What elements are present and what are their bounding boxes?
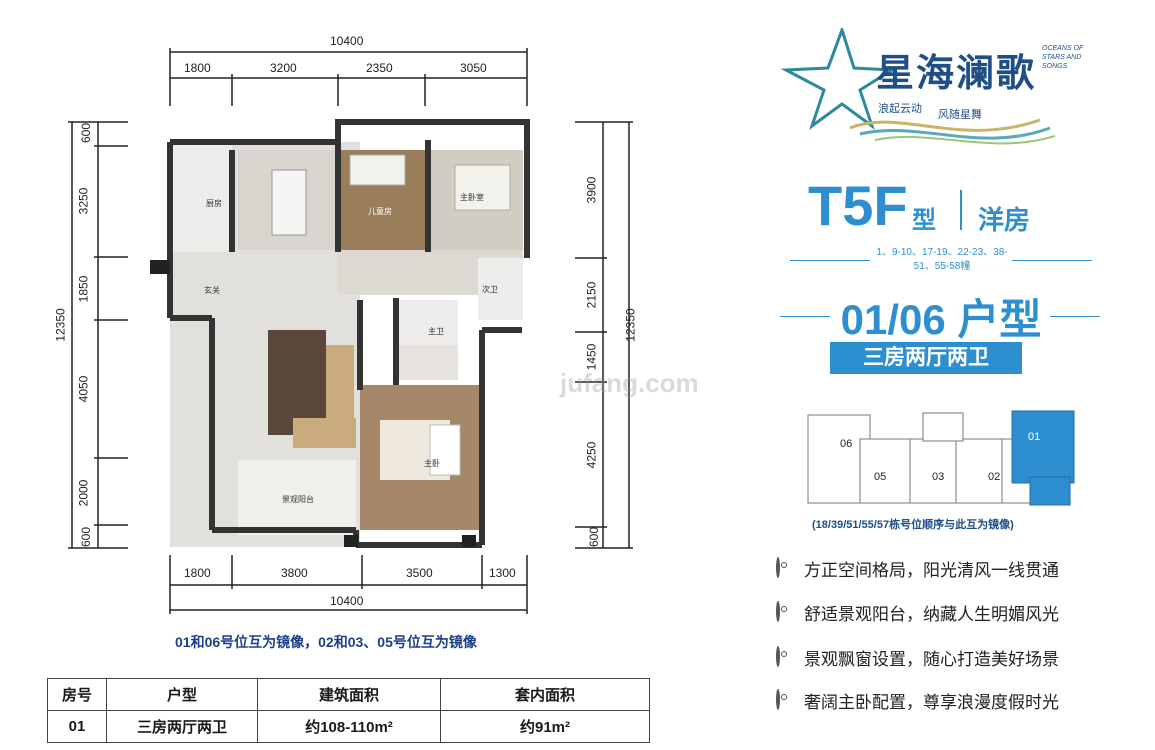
room-bath-a: 主卫 — [428, 327, 444, 336]
feature-item: 方正空间格局，阳光清风一线贯通 — [776, 556, 1059, 580]
buildings-list: 1、9-10、17-19、22-23、38-51、55-58幢 — [876, 247, 1008, 272]
feature-text: 景观飘窗设置，随心打造美好场景 — [804, 650, 1059, 669]
room-kitchen: 厨房 — [206, 199, 222, 208]
dim-left-6: 600 — [79, 526, 94, 548]
buildings-line-right — [1012, 260, 1092, 261]
keyplan-label-01: 01 — [1028, 431, 1041, 443]
dim-top-1: 1800 — [184, 61, 211, 75]
table-cell: 三房两厅两卫 — [106, 710, 258, 743]
room-bath-b: 次卫 — [482, 285, 498, 294]
dim-right-1: 3900 — [584, 176, 599, 204]
star-logo-icon — [780, 28, 1056, 145]
dim-left-2: 3250 — [76, 187, 91, 215]
dim-right-2: 2150 — [584, 281, 599, 309]
room-entrance: 玄关 — [204, 286, 220, 295]
dim-right-5: 600 — [587, 526, 602, 548]
dim-bottom-4: 1300 — [489, 566, 516, 580]
keyplan-label-06: 06 — [840, 438, 853, 450]
circle-bullet-icon — [776, 689, 780, 710]
dim-top-total: 10400 — [330, 34, 364, 48]
table-cell: 01 — [47, 710, 107, 743]
table-cell: 约91m² — [440, 710, 650, 743]
key-plan: 06 05 03 02 01 — [798, 405, 1083, 515]
table-header: 建筑面积 — [257, 678, 441, 711]
room-master-bedroom: 主卧 — [424, 459, 440, 468]
unit-number: 01/06 户型 — [840, 296, 1042, 343]
room-second-bedroom: 儿童房 — [368, 207, 392, 216]
unit-type: T5F — [808, 174, 908, 237]
unit-category: 洋房 — [978, 205, 1031, 235]
keyplan-label-03: 03 — [932, 471, 945, 483]
area-table: 房号 户型 建筑面积 套内面积 01 三房两厅两卫 约108-110m² 约91… — [47, 678, 650, 743]
keyplan-note: (18/39/51/55/57栋号位顺序与此互为镜像) — [812, 519, 1014, 531]
dim-top-2: 3200 — [270, 61, 297, 75]
dim-bottom-1: 1800 — [184, 566, 211, 580]
buildings-line-left — [790, 260, 870, 261]
feature-text: 奢阔主卧配置，尊享浪漫度假时光 — [804, 693, 1059, 712]
feature-item: 景观飘窗设置，随心打造美好场景 — [776, 645, 1059, 669]
dim-bottom-total: 10400 — [330, 594, 364, 608]
room-balcony: 景观阳台 — [282, 495, 314, 504]
dim-left-3: 1850 — [76, 275, 91, 303]
table-header-row: 房号 户型 建筑面积 套内面积 — [47, 678, 650, 711]
feature-text: 方正空间格局，阳光清风一线贯通 — [804, 561, 1059, 580]
keyplan-label-05: 05 — [874, 471, 887, 483]
floor-plan: 10400 1800 3200 2350 3050 1800 3800 3500… — [53, 34, 699, 614]
dim-right-4: 4250 — [584, 441, 599, 469]
dim-left-4: 4050 — [76, 375, 91, 403]
dim-bottom-3: 3500 — [406, 566, 433, 580]
type-divider — [960, 190, 962, 230]
brand-english: OCEANS OF STARS AND SONGS — [1042, 45, 1084, 70]
dim-top-3: 2350 — [366, 61, 393, 75]
key-plan-drawing — [807, 410, 1075, 506]
dim-top-4: 3050 — [460, 61, 487, 75]
unit-line-left — [780, 316, 830, 317]
room-master-top: 主卧室 — [460, 193, 484, 202]
feature-item: 舒适景观阳台，纳藏人生明媚风光 — [776, 600, 1059, 624]
table-header: 户型 — [106, 678, 258, 711]
watermark: jufang.com — [560, 368, 699, 398]
floor-plan-drawing — [68, 48, 633, 614]
dim-left-5: 2000 — [76, 479, 91, 507]
table-header: 套内面积 — [440, 678, 650, 711]
dim-left-total: 12350 — [53, 308, 68, 342]
unit-line-right — [1050, 316, 1100, 317]
brand-name: 星海澜歌 — [876, 50, 1037, 95]
table-cell: 约108-110m² — [257, 710, 441, 743]
brand-logo: 星海澜歌 OCEANS OF STARS AND SONGS 浪起云动 风随星舞 — [780, 28, 1083, 148]
table-header: 房号 — [47, 678, 107, 711]
dim-left-1: 600 — [79, 122, 94, 144]
circle-bullet-icon — [776, 646, 780, 667]
unit-type-suffix: 型 — [912, 207, 936, 234]
circle-bullet-icon — [776, 601, 780, 622]
brand-slogan-right: 风随星舞 — [938, 109, 982, 121]
mirror-note: 01和06号位互为镜像，02和03、05号位互为镜像 — [175, 634, 477, 650]
dim-right-3: 1450 — [584, 343, 599, 371]
brand-slogan-left: 浪起云动 — [878, 103, 922, 115]
dim-right-total: 12350 — [623, 308, 638, 342]
keyplan-label-02: 02 — [988, 471, 1001, 483]
layout-pill: 三房两厅两卫 — [830, 342, 1022, 374]
feature-text: 舒适景观阳台，纳藏人生明媚风光 — [804, 605, 1059, 624]
feature-item: 奢阔主卧配置，尊享浪漫度假时光 — [776, 688, 1059, 712]
circle-bullet-icon — [776, 557, 780, 578]
dim-bottom-2: 3800 — [281, 566, 308, 580]
table-row: 01 三房两厅两卫 约108-110m² 约91m² — [47, 710, 650, 743]
